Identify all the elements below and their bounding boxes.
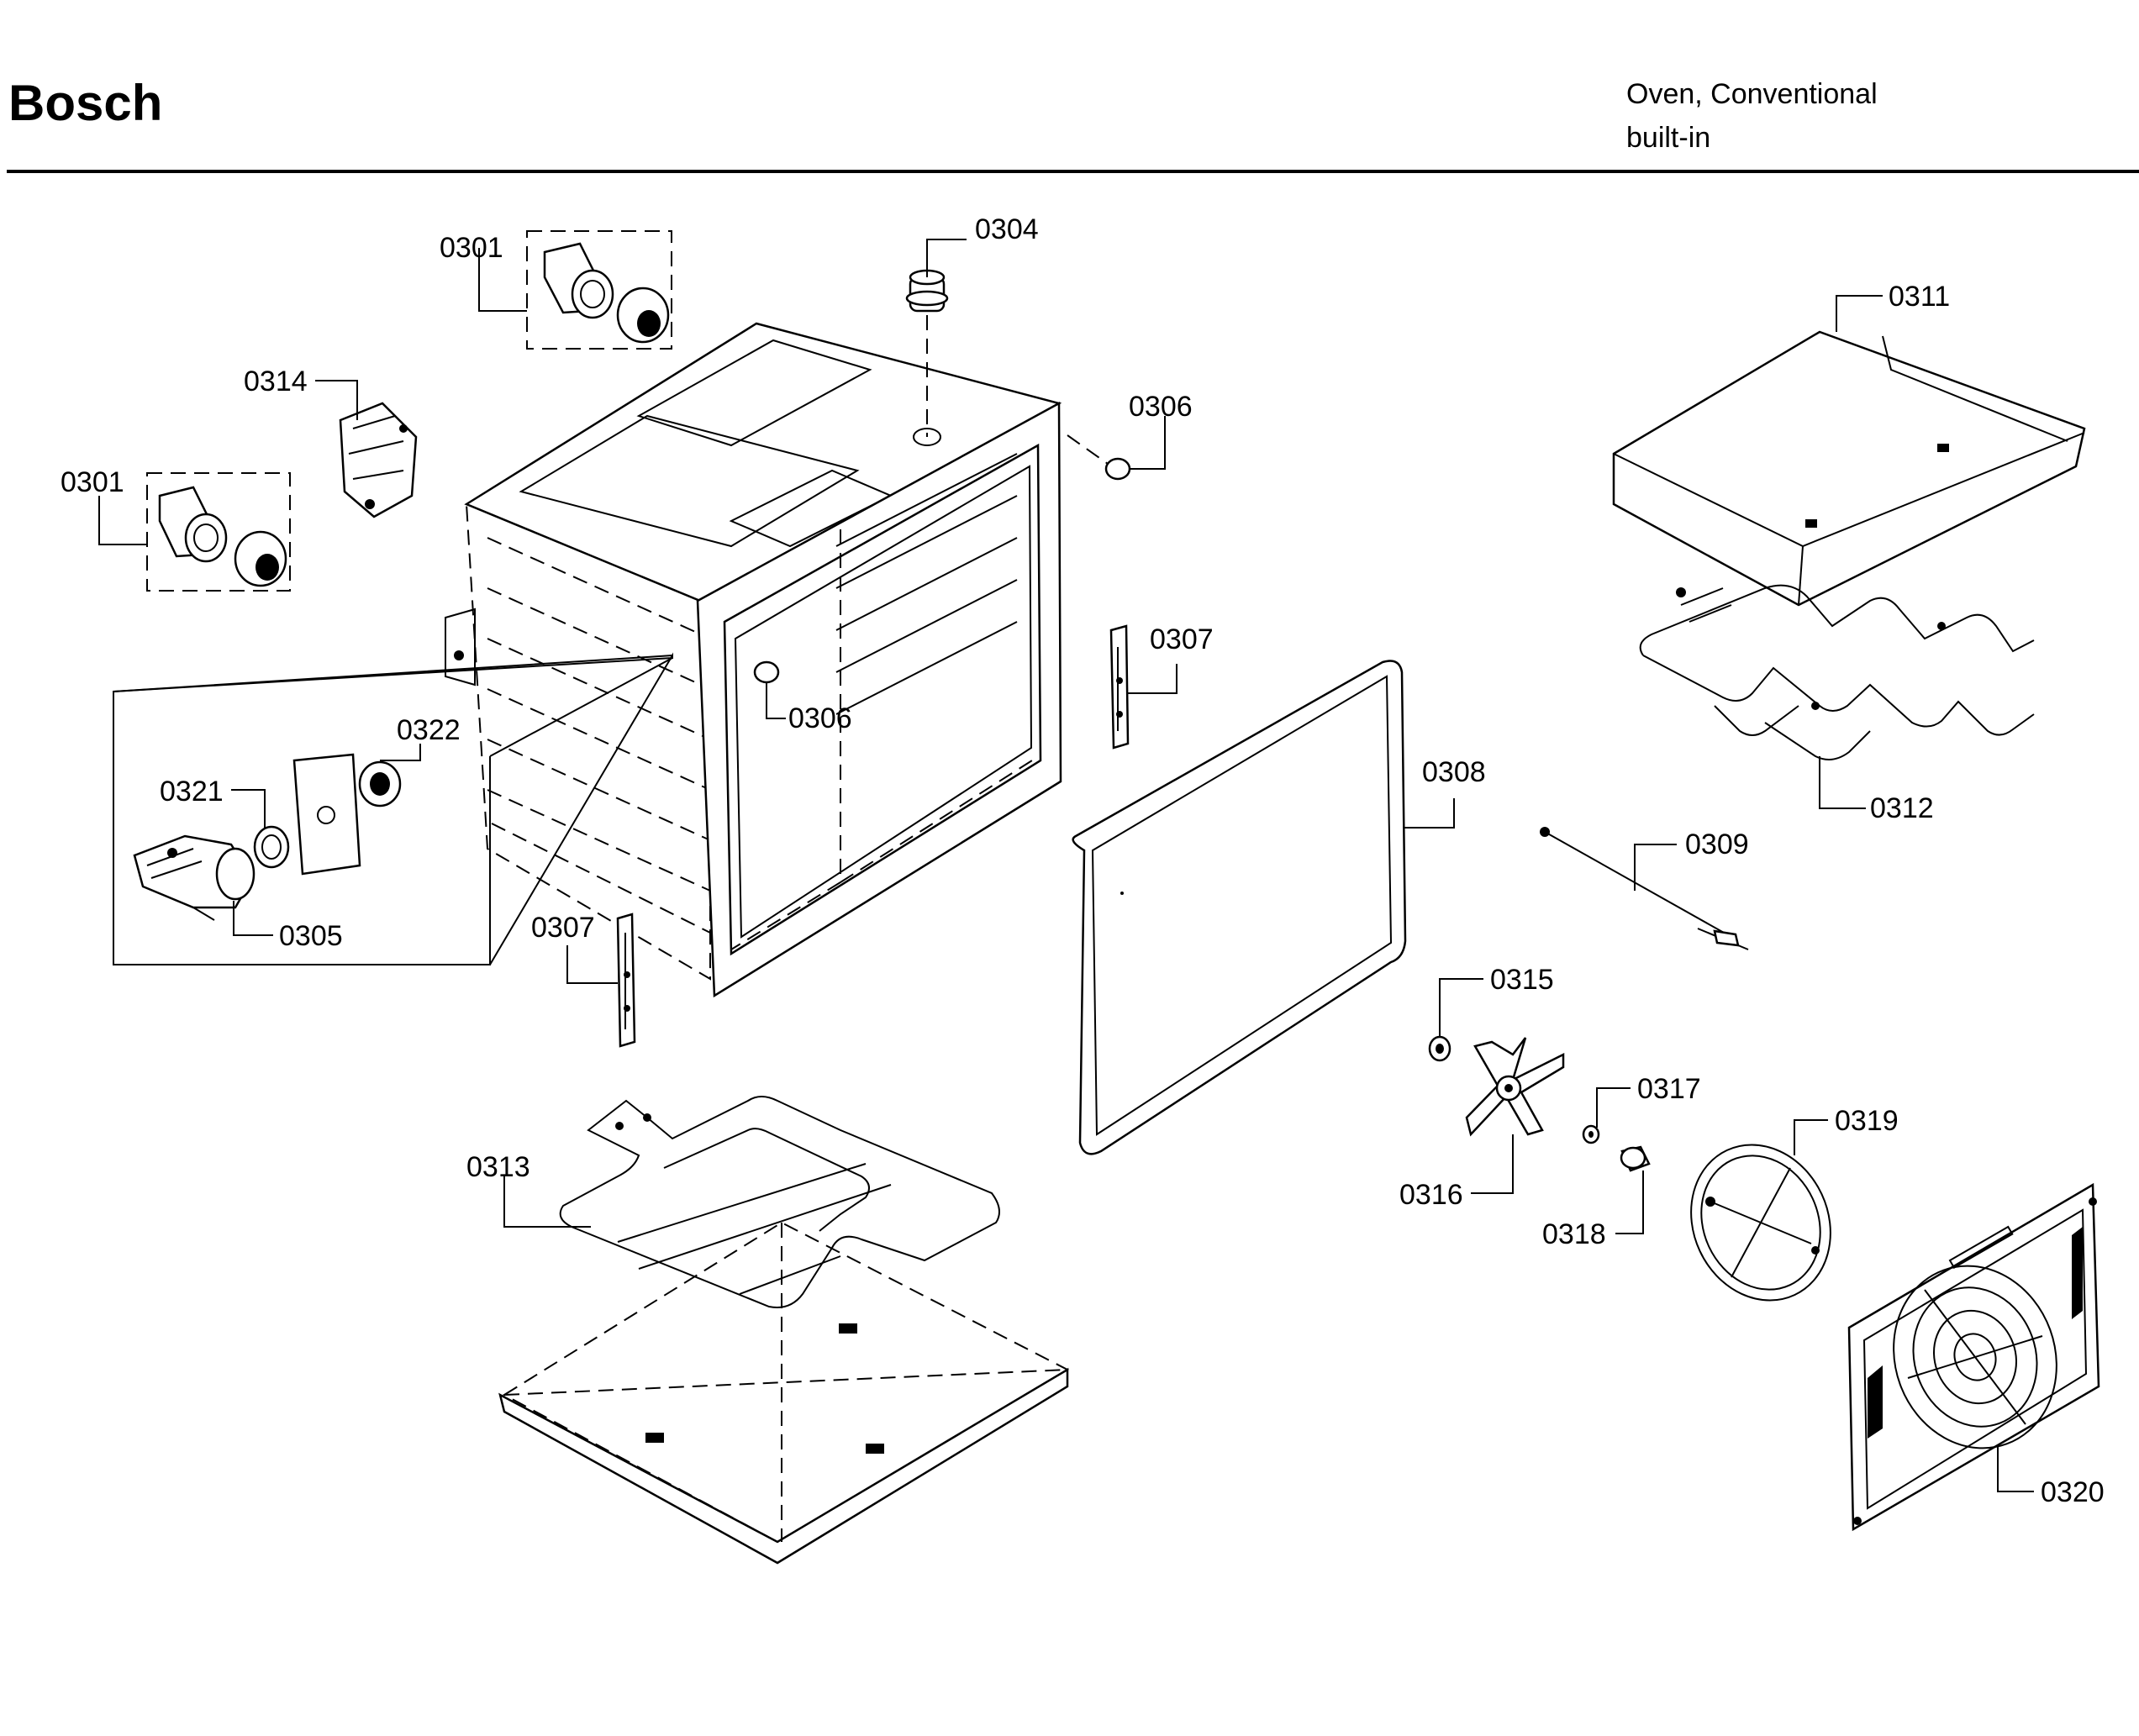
part-0301-lamp-top xyxy=(526,230,672,350)
bottom-panel xyxy=(498,1221,1070,1565)
product-type: Oven, Conventional xyxy=(1626,78,1878,110)
callout-0317: 0317 xyxy=(1637,1073,1701,1105)
callout-0318: 0318 xyxy=(1542,1218,1606,1250)
oven-cavity xyxy=(445,322,1062,998)
part-0309-sensor xyxy=(1540,827,1749,950)
callout-0307-left: 0307 xyxy=(531,912,595,944)
callout-0316: 0316 xyxy=(1399,1179,1463,1211)
callout-0312: 0312 xyxy=(1870,792,1934,824)
part-0306-plug-inside xyxy=(753,660,780,684)
callout-0308: 0308 xyxy=(1422,756,1486,788)
inset-detail xyxy=(113,652,673,965)
part-0308-door-gasket xyxy=(1072,660,1407,1155)
part-0307-rail-left xyxy=(616,913,636,1048)
callout-0319: 0319 xyxy=(1835,1105,1899,1137)
callout-0301-top: 0301 xyxy=(440,232,503,264)
product-description: Oven, Conventional built-in xyxy=(1626,72,1878,160)
callout-0320: 0320 xyxy=(2041,1476,2105,1508)
callout-0309: 0309 xyxy=(1685,829,1749,860)
callout-0307-right: 0307 xyxy=(1150,623,1214,655)
part-0311-heat-shield xyxy=(1612,330,2086,607)
callout-0313: 0313 xyxy=(466,1151,530,1183)
callout-0315: 0315 xyxy=(1490,964,1554,996)
callout-0314: 0314 xyxy=(244,366,308,397)
part-0317-nut xyxy=(1582,1124,1600,1144)
callout-0322: 0322 xyxy=(397,714,461,746)
callout-0321: 0321 xyxy=(160,776,224,808)
part-0312-broil-element xyxy=(1639,584,2035,760)
part-0307-rail-right xyxy=(1109,624,1130,750)
part-0306-plug-top xyxy=(1067,434,1131,481)
part-0315-washer xyxy=(1428,1035,1451,1062)
part-0316-fan-blade xyxy=(1465,1037,1565,1137)
callout-0304: 0304 xyxy=(975,213,1039,245)
part-0318-bushing xyxy=(1620,1145,1651,1172)
product-subtype: built-in xyxy=(1626,122,1711,154)
callout-0306-top: 0306 xyxy=(1129,391,1193,423)
part-0301-lamp-left xyxy=(146,472,291,592)
part-0319-convection-element xyxy=(1690,1144,1831,1302)
callout-0311: 0311 xyxy=(1889,281,1950,313)
callout-0301-left: 0301 xyxy=(61,466,124,498)
brand-name: Bosch xyxy=(8,75,163,131)
callout-0306-inside: 0306 xyxy=(788,702,852,734)
part-0314-switch xyxy=(339,402,418,518)
callout-0305: 0305 xyxy=(279,920,343,952)
header-divider xyxy=(7,170,2139,173)
part-0313-bake-element xyxy=(559,1096,1000,1308)
part-0320-fan-cover xyxy=(1847,1182,2100,1532)
